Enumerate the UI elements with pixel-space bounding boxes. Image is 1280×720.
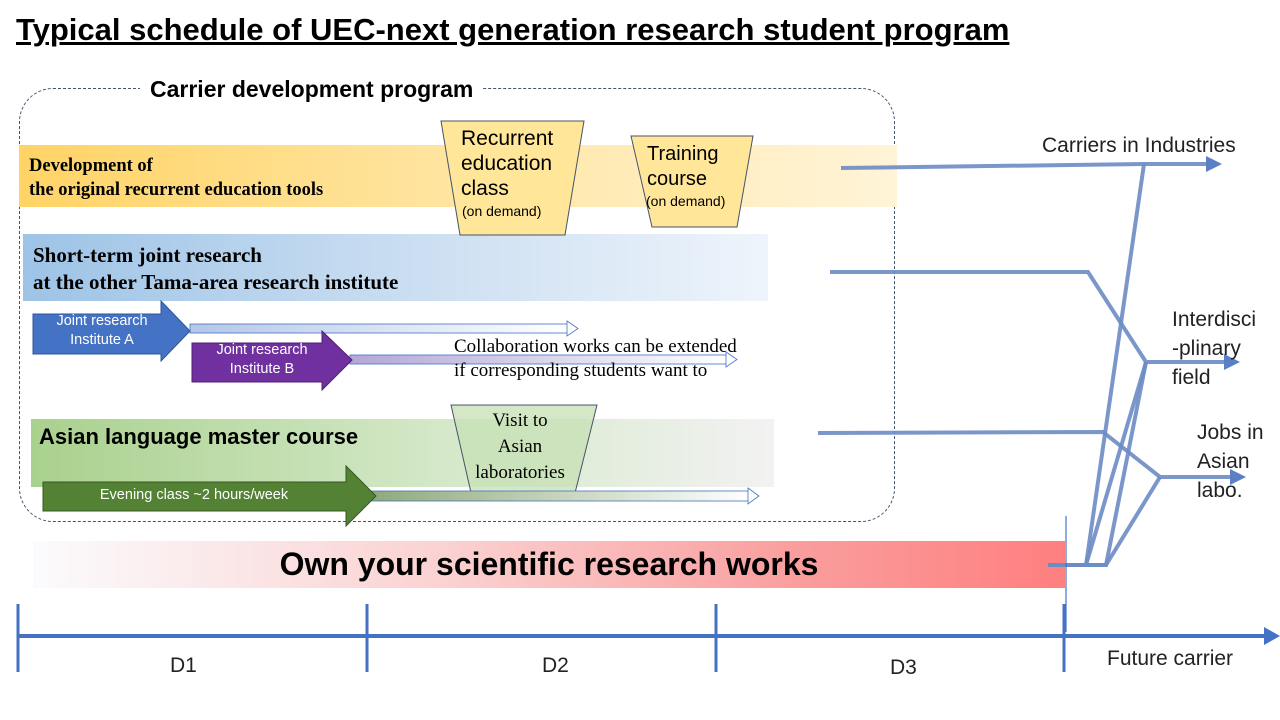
outcome-jobs-line2: Asian	[1197, 450, 1250, 473]
institute-b-label: Joint research Institute B	[193, 341, 331, 379]
recurrent-class-note: (on demand)	[462, 203, 542, 219]
recurrent-tools-line2: the original recurrent education tools	[29, 180, 324, 200]
evening-class-label: Evening class ~2 hours/week	[99, 487, 289, 503]
collaboration-note-line1: Collaboration works can be extended	[454, 336, 737, 357]
carrier-program-label: Carrier development program	[140, 76, 484, 103]
asian-course-label: Asian language master course	[39, 424, 359, 449]
arrow-right-icon	[1230, 469, 1246, 485]
recurrent-class-box	[440, 120, 585, 236]
training-course-line1: Training	[647, 143, 719, 165]
recurrent-class-line1: Recurrent	[461, 127, 554, 150]
band-short-term-research	[23, 234, 768, 301]
visit-line1: Visit to	[492, 410, 548, 431]
training-course-label: Training course	[647, 142, 719, 192]
band-asian-language	[31, 419, 774, 487]
training-course-line2: course	[647, 168, 708, 190]
evening-class-arrow	[42, 464, 377, 528]
band-own-research	[33, 541, 1065, 588]
recurrent-tools-line1: Development of	[29, 156, 153, 176]
arrow-right-icon	[1224, 354, 1240, 370]
recurrent-class-line3: class	[461, 177, 509, 200]
short-term-line2: at the other Tama-area research institut…	[33, 270, 399, 294]
outcome-jobs-line1: Jobs in	[1197, 421, 1264, 444]
outcome-industries: Carriers in Industries	[1042, 134, 1236, 157]
visit-line3: laboratories	[475, 462, 565, 483]
short-term-research-label: Short-term joint research at the other T…	[33, 242, 398, 296]
visit-line2: Asian	[497, 436, 543, 457]
own-research-label: Own your scientific research works	[279, 546, 819, 582]
recurrent-tools-label: Development of the original recurrent ed…	[29, 154, 323, 202]
institute-a-extension-arrow	[189, 320, 579, 337]
institute-a-arrow	[32, 299, 191, 363]
timeline-stage-d3: D3	[890, 656, 917, 679]
institute-b-arrow	[191, 329, 353, 392]
institute-a-label: Joint research Institute A	[34, 312, 170, 350]
visit-label: Visit to Asian laboratories	[455, 408, 585, 486]
outcome-inter-line1: Interdisci	[1172, 308, 1257, 331]
training-course-note: (on demand)	[646, 193, 726, 209]
recurrent-class-label: Recurrent education class	[461, 126, 553, 201]
page-title: Typical schedule of UEC-next generation …	[16, 12, 1010, 47]
institute-b-line1: Joint research	[216, 342, 308, 358]
collaboration-note-line2: if corresponding students want to	[454, 360, 708, 381]
outcome-inter-line2: -plinary	[1172, 337, 1241, 360]
timeline-future-label: Future carrier	[1107, 647, 1234, 670]
arrow-right-icon	[1206, 156, 1222, 172]
institute-b-line2: Institute B	[229, 361, 295, 377]
institute-a-line2: Institute A	[70, 332, 134, 348]
institute-a-line1: Joint research	[56, 313, 148, 329]
collaboration-note: Collaboration works can be extended if c…	[454, 335, 737, 383]
timeline-stage-d2: D2	[542, 654, 569, 677]
outcome-connectors	[817, 162, 1234, 567]
outcome-jobs: Jobs in Asian labo.	[1197, 418, 1264, 505]
short-term-line1: Short-term joint research	[33, 243, 262, 267]
recurrent-class-line2: education	[461, 152, 553, 175]
outcome-interdisciplinary: Interdisci -plinary field	[1172, 305, 1256, 392]
outcome-jobs-line3: labo.	[1197, 479, 1243, 502]
outcome-inter-line3: field	[1172, 366, 1211, 389]
timeline-stage-d1: D1	[170, 654, 197, 677]
timeline-axis	[16, 516, 1280, 672]
training-course-box	[630, 135, 754, 228]
